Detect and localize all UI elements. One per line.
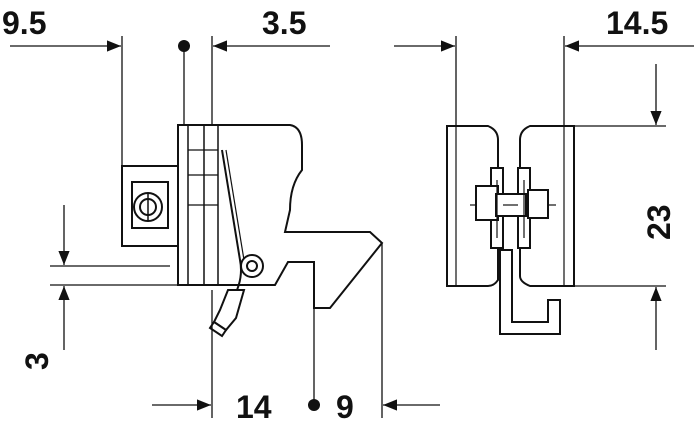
left-plate	[446, 125, 499, 287]
dim-14-5-label: 14.5	[606, 5, 668, 41]
dim-3-label: 3	[19, 352, 55, 370]
dim-3-5-label: 3.5	[262, 5, 306, 41]
pin-head-left	[475, 185, 499, 221]
side-view-dimensions	[10, 36, 440, 418]
front-view-dimensions	[394, 36, 694, 350]
dim-14-label: 14	[236, 389, 272, 424]
pin-head-right	[527, 189, 549, 219]
dim-23-label: 23	[641, 204, 677, 240]
clip-body	[177, 124, 384, 309]
side-view	[121, 124, 384, 338]
lever-tip	[208, 320, 228, 338]
l-bracket	[499, 249, 561, 335]
dimension-dot-top	[178, 40, 190, 52]
front-view	[446, 125, 575, 335]
dimension-dot-bottom	[308, 399, 320, 411]
dim-9-label: 9	[336, 389, 354, 424]
dim-9-5-label: 9.5	[2, 5, 46, 41]
